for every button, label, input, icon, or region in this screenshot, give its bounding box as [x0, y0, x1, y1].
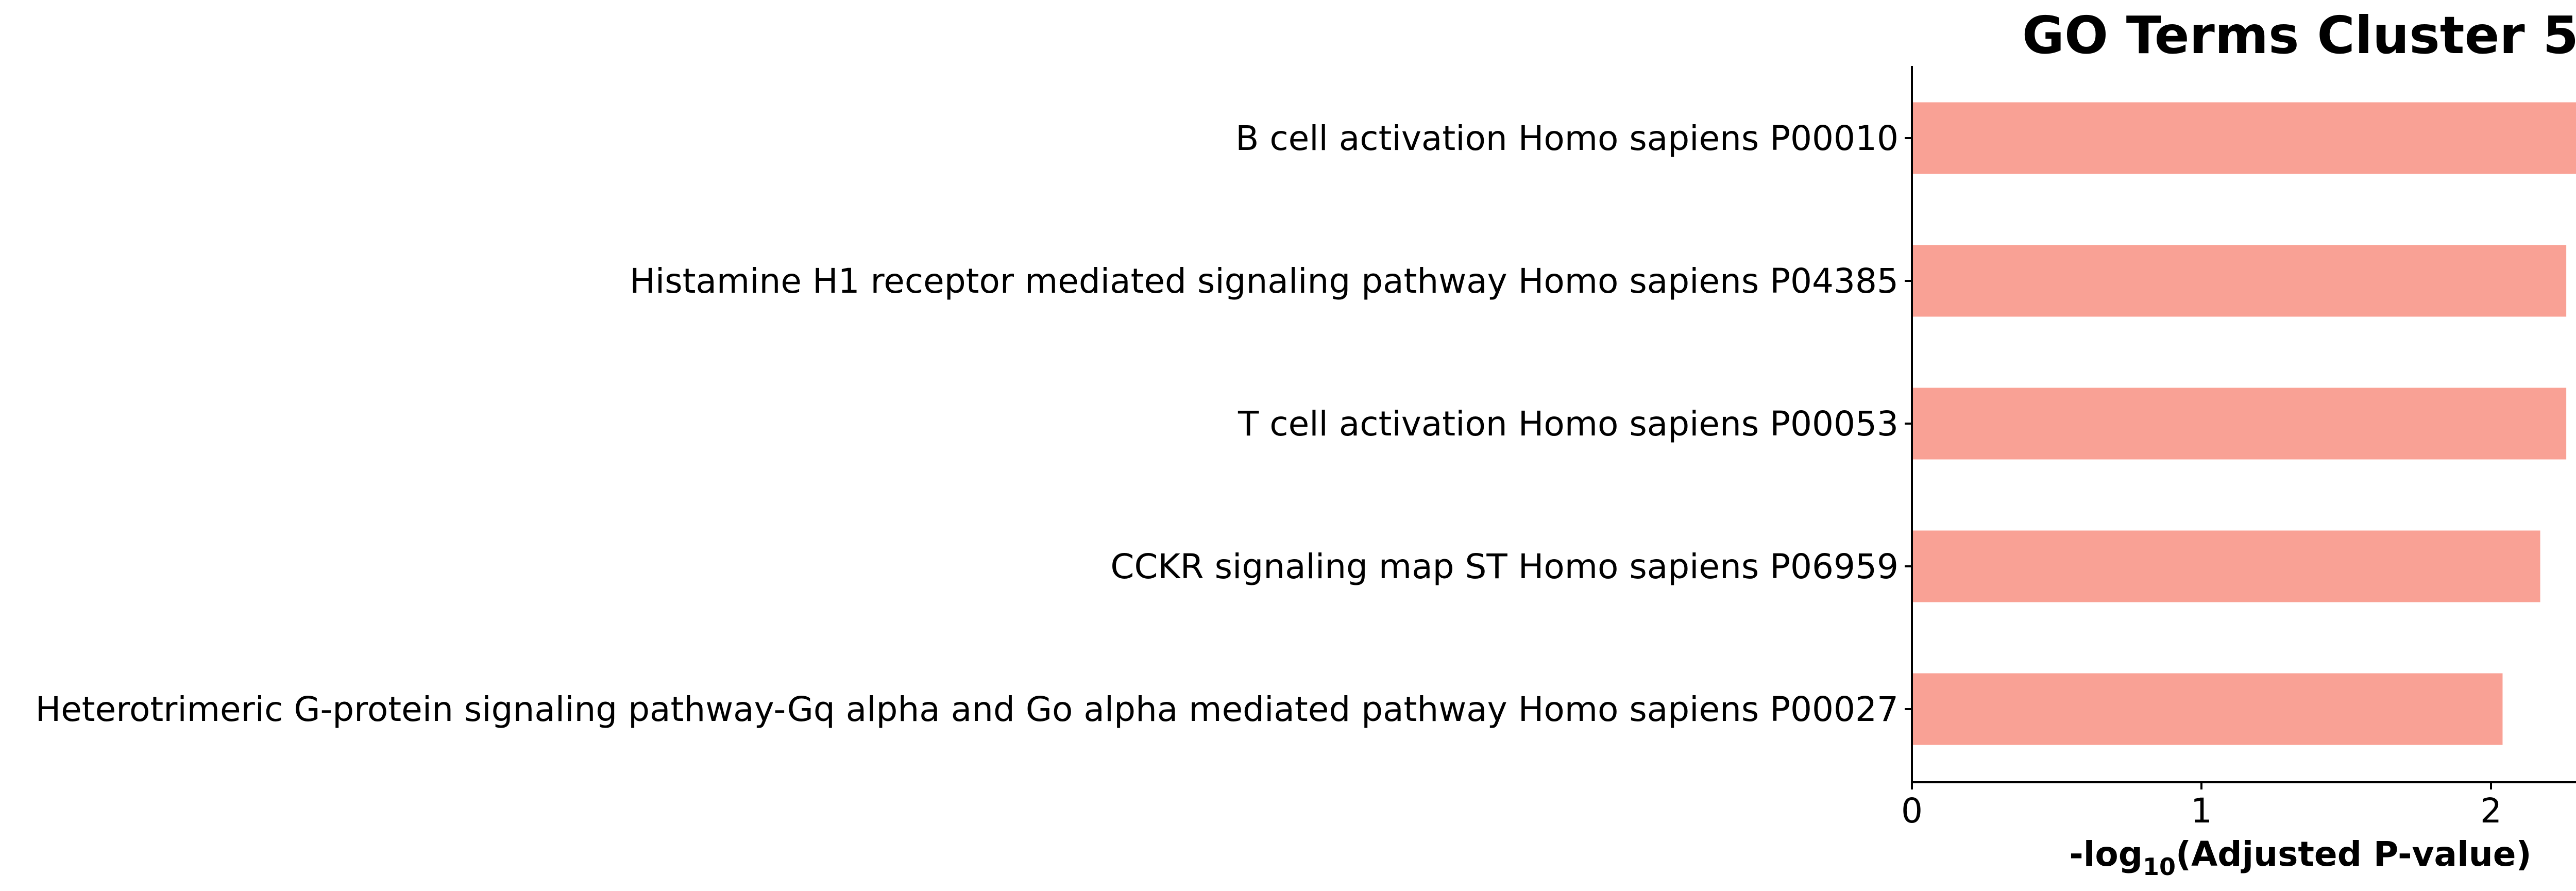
x-axis-label-subscript: 10 [2143, 853, 2176, 881]
x-tick-label: 1 [2191, 791, 2212, 831]
category-label: T cell activation Homo sapiens P00053 [1238, 404, 1899, 444]
bar [1912, 530, 2540, 602]
category-label: CCKR signaling map ST Homo sapiens P0695… [1110, 547, 1899, 586]
x-tick-label: 2 [2480, 791, 2502, 831]
bar [1912, 673, 2503, 745]
x-axis-label-prefix: -log [2069, 834, 2143, 874]
x-axis-label-suffix: (Adjusted P-value) [2176, 834, 2532, 874]
x-axis-ticks: 0 1 2 [1901, 782, 2502, 831]
category-label: Heterotrimeric G-protein signaling pathw… [36, 690, 1899, 729]
x-axis-label: -log10(Adjusted P-value) [2069, 834, 2531, 881]
category-labels: B cell activation Homo sapiens P00010His… [36, 119, 1912, 729]
bars-group [1912, 102, 2576, 745]
category-label: B cell activation Homo sapiens P00010 [1235, 119, 1899, 158]
category-label: Histamine H1 receptor mediated signaling… [630, 261, 1899, 301]
bar [1912, 388, 2567, 460]
bar [1912, 245, 2567, 317]
bar [1912, 102, 2576, 174]
chart-title: GO Terms Cluster 5 [2022, 5, 2576, 65]
x-tick-label: 0 [1901, 791, 1923, 831]
